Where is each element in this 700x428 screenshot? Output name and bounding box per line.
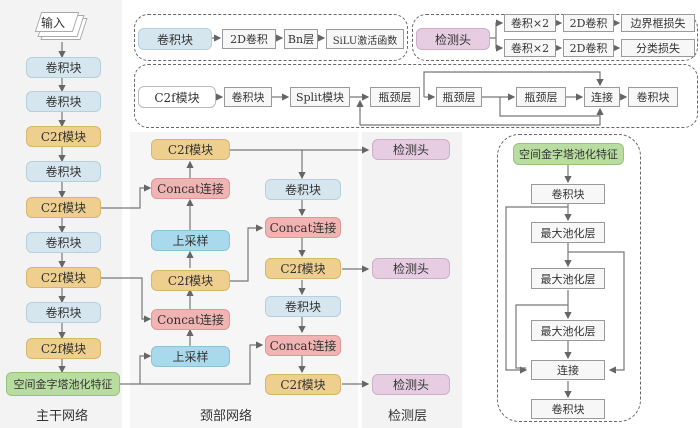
backbone-conv-block-4: 卷积块 — [26, 232, 101, 253]
neck-concat-1: Concat连接 — [151, 178, 230, 199]
legend-sppf-frame — [497, 134, 641, 422]
legend-c2f-bottleneck-1: 瓶颈层 — [370, 87, 420, 107]
neck-upsample-2: 上采样 — [151, 346, 230, 367]
legend-sppf-conv-1: 卷积块 — [531, 184, 605, 204]
backbone-title: 主干网络 — [36, 409, 89, 424]
neck-c2f-right-1: C2f模块 — [265, 258, 341, 279]
legend-conv-silu: SiLU激活函数 — [326, 29, 404, 49]
detect-head-3: 检测头 — [372, 374, 450, 395]
neck-upsample-1: 上采样 — [151, 230, 230, 251]
backbone-sppf-block: 空间金字塔池化特征 — [6, 372, 120, 396]
legend-head-conv-b: 卷积×2 — [504, 39, 556, 57]
input-stack: 输入 — [34, 12, 88, 40]
neck-concat-3: Concat连接 — [265, 217, 341, 238]
backbone-conv-block-1: 卷积块 — [26, 57, 101, 78]
legend-sppf-maxpool-2: 最大池化层 — [531, 268, 605, 289]
legend-sppf-maxpool-3: 最大池化层 — [531, 320, 605, 341]
neck-c2f-right-2: C2f模块 — [265, 374, 341, 395]
legend-head-name: 检测头 — [416, 28, 490, 50]
legend-head-cls-loss: 分类损失 — [621, 39, 695, 57]
neck-concat-2: Concat连接 — [151, 309, 230, 330]
detect-head-1: 检测头 — [372, 139, 450, 160]
legend-c2f-name: C2f模块 — [138, 86, 216, 108]
detect-head-2: 检测头 — [372, 258, 450, 279]
neck-conv-2: 卷积块 — [265, 296, 341, 317]
legend-sppf-maxpool-1: 最大池化层 — [531, 222, 605, 243]
legend-conv-bn: Bn层 — [284, 29, 318, 49]
legend-c2f-frame — [134, 64, 698, 128]
backbone-c2f-block-2: C2f模块 — [26, 197, 101, 218]
backbone-c2f-block-4: C2f模块 — [26, 338, 101, 359]
legend-sppf-name: 空间金字塔池化特征 — [513, 143, 624, 165]
input-label: 输入 — [41, 16, 66, 30]
neck-concat-4: Concat连接 — [265, 335, 341, 356]
legend-head-2d-a: 2D卷积 — [563, 14, 614, 32]
legend-c2f-concat: 连接 — [584, 87, 620, 107]
neck-title: 颈部网络 — [200, 409, 253, 424]
backbone-c2f-block-1: C2f模块 — [26, 126, 101, 147]
detection-title: 检测层 — [388, 409, 428, 424]
legend-head-2d-b: 2D卷积 — [563, 39, 614, 57]
neck-conv-1: 卷积块 — [265, 179, 341, 200]
legend-c2f-bottleneck-3: 瓶颈层 — [516, 87, 566, 107]
neck-c2f-mid: C2f模块 — [151, 270, 230, 291]
legend-c2f-bottleneck-2: 瓶颈层 — [436, 87, 482, 107]
legend-c2f-conv-1: 卷积块 — [224, 87, 272, 107]
legend-conv-frame — [134, 14, 408, 61]
legend-conv-2d: 2D卷积 — [222, 29, 276, 49]
legend-head-bbox-loss: 边界框损失 — [621, 14, 695, 32]
legend-conv-name: 卷积块 — [138, 28, 212, 50]
legend-head-conv-a: 卷积×2 — [504, 14, 556, 32]
backbone-conv-block-5: 卷积块 — [26, 302, 101, 323]
legend-c2f-conv-2: 卷积块 — [628, 87, 678, 107]
backbone-c2f-block-3: C2f模块 — [26, 267, 101, 288]
backbone-conv-block-3: 卷积块 — [26, 161, 101, 182]
legend-sppf-concat: 连接 — [531, 360, 605, 380]
legend-c2f-split: Split模块 — [290, 87, 350, 107]
neck-c2f-top: C2f模块 — [151, 139, 230, 160]
backbone-conv-block-2: 卷积块 — [26, 91, 101, 112]
legend-sppf-conv-2: 卷积块 — [531, 399, 605, 419]
